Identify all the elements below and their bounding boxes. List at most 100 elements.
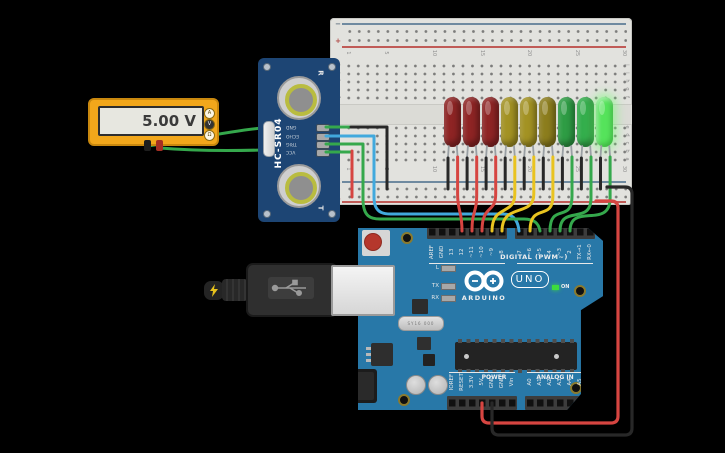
sensor-pin-gnd-label: GND	[286, 124, 297, 129]
sensor-pin-trig-label: TRIG	[286, 141, 297, 146]
on-led	[552, 285, 559, 290]
pin-label-8: 8	[499, 250, 505, 254]
led-red-3[interactable]	[482, 97, 499, 147]
pin-label-rx0: RX←0	[587, 244, 593, 260]
column-number: 20	[526, 165, 532, 173]
led-green-3-lit[interactable]	[596, 97, 613, 147]
pin-label-5v: 5V	[479, 378, 485, 386]
positive-sign: +	[335, 37, 341, 45]
sensor-oscillator	[263, 121, 275, 157]
sensor-pin-echo[interactable]	[316, 133, 330, 141]
column-number: 1	[345, 51, 351, 55]
column-number: 25	[574, 165, 580, 173]
arduino-logo-icon	[464, 270, 504, 292]
multimeter-black-probe[interactable]	[144, 140, 151, 151]
led-rx-indicator	[441, 295, 456, 302]
reset-button[interactable]	[364, 233, 382, 251]
led-l-label: L	[435, 265, 439, 271]
electrolytic-capacitor	[428, 375, 448, 395]
ic-dot	[464, 354, 469, 359]
mounting-hole	[398, 394, 410, 406]
multimeter-mode-ammeter-button[interactable]: A	[204, 108, 215, 119]
column-number: 25	[574, 49, 580, 57]
pin-label-3v3: 3.3V	[469, 375, 475, 389]
pin-label-vin: Vin	[509, 377, 515, 387]
crystal-oscillator: SY16 000	[398, 316, 444, 331]
sensor-pin-vcc[interactable]	[316, 149, 330, 157]
ic-dot	[554, 354, 559, 359]
digital-header-1[interactable]	[427, 228, 507, 239]
led-yellow-1[interactable]	[501, 97, 518, 147]
pin-label-9: ~9	[489, 247, 495, 257]
analog-header[interactable]	[525, 396, 585, 410]
column-number: 20	[526, 49, 532, 57]
receiver-mark: R	[316, 70, 325, 76]
pin-label-5: ~5	[537, 247, 543, 257]
pin-label-gnd1: GND	[489, 375, 495, 389]
upper-grid-holes[interactable]	[343, 62, 630, 102]
led-green-2[interactable]	[577, 97, 594, 147]
top-positive-rail-line	[342, 46, 626, 48]
pin-label-4: 4	[547, 250, 553, 254]
pin-label-ioref: IOREF	[449, 373, 455, 391]
power-bolt-icon	[210, 284, 218, 297]
multimeter-mode-voltmeter-button[interactable]: V	[204, 119, 215, 130]
bottom-negative-rail-line	[342, 181, 626, 183]
led-tx-label: TX	[431, 283, 439, 289]
pin-label-a5: A5	[577, 378, 583, 386]
bottom-positive-rail-line	[342, 201, 626, 203]
led-yellow-3[interactable]	[539, 97, 556, 147]
uno-model-text: UNO	[511, 271, 549, 288]
led-green-1[interactable]	[558, 97, 575, 147]
screw-hole-icon	[328, 63, 336, 71]
ultrasonic-transmitter-transducer	[277, 164, 321, 208]
pin-label-a0: A0	[527, 378, 533, 386]
on-label: ON	[561, 284, 570, 290]
column-number: 5	[383, 51, 389, 55]
arduino-uno-board[interactable]: AREF GND 13 12 ~11 ~10 ~9 8 7 ~6 ~5 4 ~3…	[358, 228, 603, 410]
column-number: 1	[345, 167, 351, 171]
pin-label-12: 12	[459, 248, 465, 256]
multimeter-positive-probe-wire[interactable]	[158, 146, 264, 153]
sensor-pin-gnd[interactable]	[316, 124, 330, 132]
pin-label-a3: A3	[557, 378, 563, 386]
column-number: 5	[383, 167, 389, 171]
pin-label-6: ~6	[527, 247, 533, 257]
usb-plug[interactable]	[246, 263, 338, 317]
pin-label-11: ~11	[469, 246, 475, 258]
multimeter-mode-ohmmeter-button[interactable]: Ω	[204, 130, 215, 141]
digital-section-label: DIGITAL (PWM~)	[500, 253, 568, 261]
usb-interface-chip	[412, 299, 428, 314]
top-rail-holes[interactable]	[345, 27, 627, 45]
sensor-pin-echo-label: ECHO	[286, 133, 299, 138]
digital-header-2[interactable]	[515, 228, 595, 239]
usb-cable-end[interactable]	[204, 281, 224, 300]
pin-label-a4: A4	[567, 378, 573, 386]
led-rx-label: RX	[431, 295, 439, 301]
pin-label-a1: A1	[537, 378, 543, 386]
sensor-pin-trig[interactable]	[316, 141, 330, 149]
usb-cable-ferrite[interactable]	[222, 279, 248, 301]
multimeter-display: 5.00 V	[98, 106, 204, 136]
transmitter-mark: T	[316, 205, 325, 211]
column-number: 10	[431, 49, 437, 57]
pin-label-a2: A2	[547, 378, 553, 386]
voltage-regulator	[366, 343, 393, 366]
pin-label-10: ~10	[479, 246, 485, 258]
led-red-1[interactable]	[444, 97, 461, 147]
multimeter-red-probe[interactable]	[156, 140, 163, 151]
power-header[interactable]	[447, 396, 517, 410]
sensor-pin-vcc-label: VCC	[286, 149, 296, 154]
bottom-rail-holes[interactable]	[345, 185, 627, 201]
multimeter[interactable]: 5.00 V A V Ω	[88, 98, 219, 151]
led-red-2[interactable]	[463, 97, 480, 147]
sensor-part-label: HC-SR04	[274, 117, 284, 169]
arduino-usb-port[interactable]	[331, 265, 395, 316]
column-number: 30	[621, 49, 627, 57]
usb-emblem	[268, 277, 314, 299]
pin-label-7: 7	[517, 250, 523, 254]
ultrasonic-sensor-hcsr04[interactable]: HC-SR04 R T GND ECHO TRIG VCC	[258, 58, 340, 222]
mounting-hole	[574, 285, 586, 297]
led-yellow-2[interactable]	[520, 97, 537, 147]
